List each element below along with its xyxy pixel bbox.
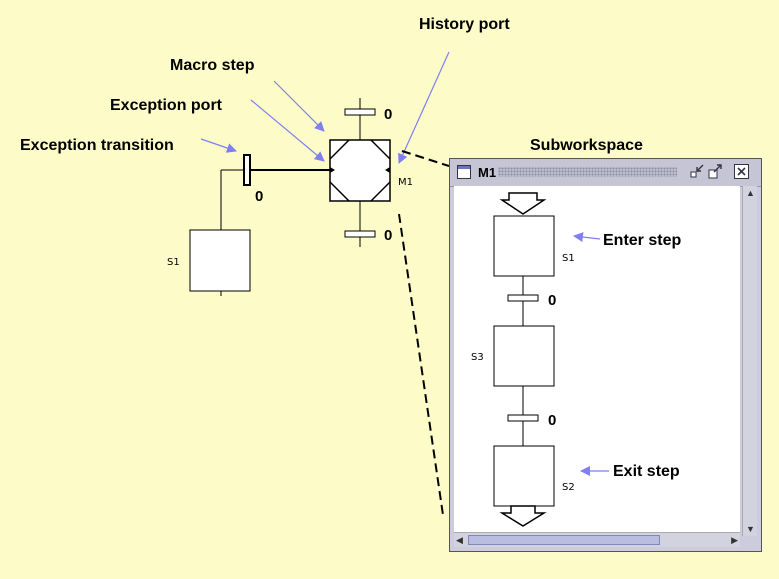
step-s1[interactable]	[189, 229, 251, 292]
sub-transition-1[interactable]	[507, 294, 539, 302]
history-port[interactable]	[385, 167, 390, 173]
macro-step-arrow	[273, 80, 325, 132]
sub-transition-2[interactable]	[507, 414, 539, 422]
scroll-left-icon[interactable]: ◀	[456, 535, 463, 545]
titlebar-grip	[498, 167, 677, 177]
scroll-down-icon[interactable]: ▼	[746, 524, 755, 534]
exception-transition-arrow	[200, 138, 237, 153]
zoom-line-bottom	[398, 213, 444, 516]
exit-step-label: Exit step	[613, 463, 680, 480]
subworkspace-canvas[interactable]: S1 0 S3 0 S2 Enter step Exit step	[454, 186, 740, 536]
sub-step-s2-name: S2	[562, 482, 575, 493]
macro-step-m1[interactable]	[329, 139, 391, 202]
history-port-arrow	[398, 51, 450, 164]
close-icon[interactable]	[734, 164, 749, 179]
exception-transition-count: 0	[255, 188, 263, 205]
exception-port[interactable]	[330, 167, 335, 173]
window-title: M1	[478, 165, 497, 180]
enter-step-arrow	[573, 232, 601, 242]
exception-port-label: Exception port	[110, 97, 223, 114]
sub-step-s1[interactable]	[493, 215, 555, 277]
zoom-line-top	[401, 150, 450, 167]
sub-step-s1-name: S1	[562, 253, 575, 264]
exception-transition-label: Exception transition	[20, 137, 174, 154]
top-transition-count: 0	[384, 106, 392, 123]
exit-arrow-icon	[499, 505, 547, 527]
horizontal-scroll-thumb[interactable]	[468, 535, 660, 545]
bottom-transition-count: 0	[384, 227, 392, 244]
step-s1-name: S1	[167, 257, 180, 268]
macro-step-label: Macro step	[170, 57, 255, 74]
minimize-icon[interactable]	[690, 164, 705, 179]
exception-transition[interactable]	[243, 154, 251, 186]
vertical-scrollbar[interactable]: ▲ ▼	[742, 186, 757, 536]
sub-step-s3-name: S3	[471, 352, 484, 363]
subworkspace-window[interactable]: M1 S1	[449, 158, 762, 552]
bottom-transition[interactable]	[344, 230, 376, 238]
sub-step-s2[interactable]	[493, 445, 555, 507]
scroll-up-icon[interactable]: ▲	[746, 188, 755, 198]
horizontal-scrollbar[interactable]: ◀ ▶	[454, 532, 740, 547]
top-transition[interactable]	[344, 108, 376, 116]
enter-step-label: Enter step	[603, 232, 681, 249]
sub-step-s3[interactable]	[493, 325, 555, 387]
scroll-right-icon[interactable]: ▶	[731, 535, 738, 545]
exception-port-arrow	[250, 99, 325, 162]
enter-arrow-icon	[499, 192, 547, 215]
sub-transition-1-count: 0	[548, 292, 556, 309]
sub-transition-2-count: 0	[548, 412, 556, 429]
window-icon	[457, 165, 471, 179]
history-port-label: History port	[419, 16, 510, 33]
window-titlebar[interactable]: M1	[450, 159, 761, 187]
macro-step-name: M1	[398, 177, 413, 188]
maximize-icon[interactable]	[708, 164, 723, 179]
subworkspace-label: Subworkspace	[530, 137, 643, 154]
